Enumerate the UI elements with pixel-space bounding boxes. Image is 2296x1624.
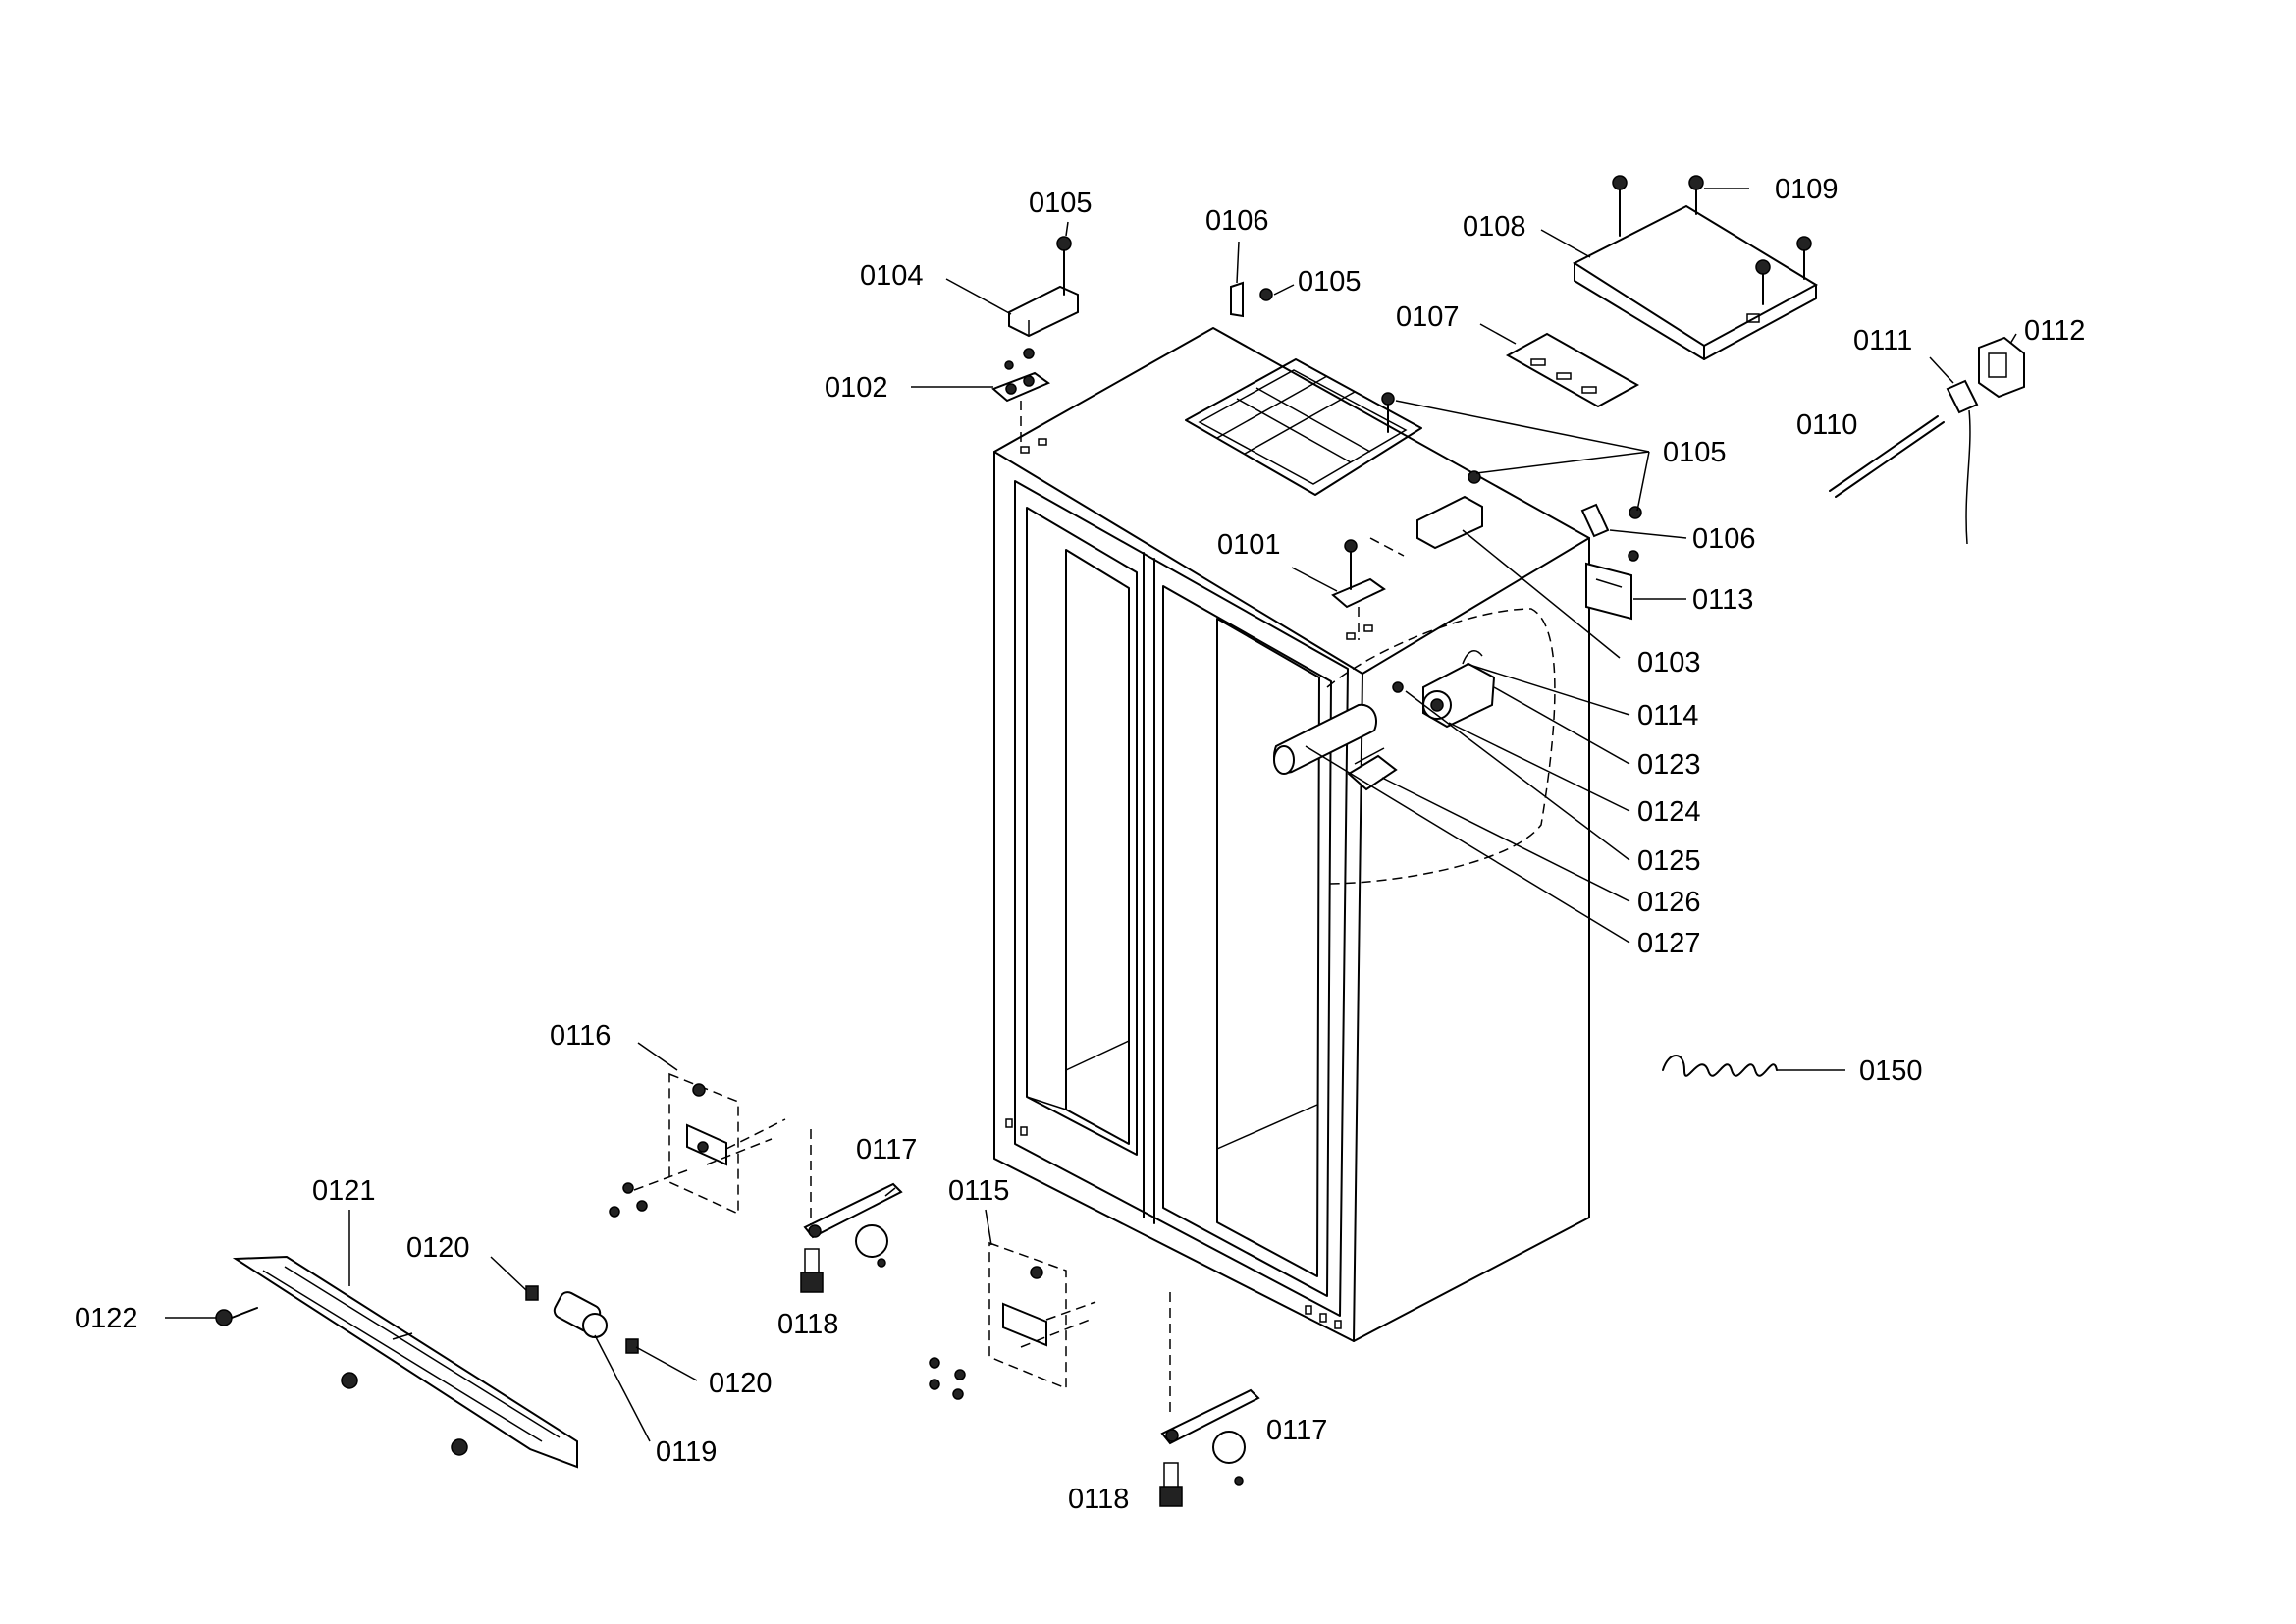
part-0106-bracket-right [1580,503,1642,538]
callout-0108: 0108 [1463,211,1526,243]
part-0103-cover [1416,495,1483,550]
callout-0120-b: 0120 [709,1368,773,1399]
part-0111-sensor [1946,379,1979,545]
cutaway-outline [1326,608,1556,885]
callout-0117-a: 0117 [856,1134,917,1165]
callout-0125: 0125 [1637,845,1701,877]
callout-0123: 0123 [1637,749,1701,781]
part-0101-hinge [1331,537,1405,640]
screws-0105-center [1381,392,1481,484]
callout-0122: 0122 [75,1303,138,1334]
callout-0114: 0114 [1637,700,1698,731]
callout-0107: 0107 [1396,301,1460,333]
part-0114-valve [1392,650,1496,729]
cabinet-body [993,327,1590,1342]
callout-0106-b: 0106 [1692,523,1756,555]
part-0117-caster-left [803,1129,903,1268]
part-0113-plate [1585,550,1639,621]
part-0102-hinge [991,348,1051,442]
callout-0113: 0113 [1692,584,1753,616]
callout-0150: 0150 [1859,1056,1923,1087]
part-0119-connector [553,1291,608,1338]
callout-0110: 0110 [1796,409,1857,441]
callout-0102: 0102 [825,372,888,404]
part-0118-foot-right [1159,1462,1183,1507]
screw-0105-left [1056,236,1072,296]
callout-0105-c: 0105 [1663,437,1727,468]
callout-0127: 0127 [1637,928,1701,959]
part-0108-top-cover [1572,204,1819,360]
callout-labels: 0105 0104 0102 0106 0105 0108 0109 0107 … [75,174,2085,1515]
part-0115-hinge [929,1241,1096,1400]
callout-0119: 0119 [656,1436,717,1468]
part-0107-board [1505,332,1640,408]
screws-0109 [1612,175,1812,305]
part-0116-hinge [609,1072,786,1218]
callout-0106-a: 0106 [1205,205,1269,237]
callout-0112: 0112 [2024,315,2085,347]
callout-0101: 0101 [1217,529,1281,561]
callout-0104: 0104 [860,260,924,292]
callout-0105-b: 0105 [1298,266,1362,298]
callout-0117-b: 0117 [1266,1415,1327,1446]
callout-0126: 0126 [1637,887,1701,918]
part-0104-cover [1008,285,1079,338]
callout-0118-a: 0118 [777,1309,838,1340]
callout-0105-a: 0105 [1029,188,1093,219]
callout-0103: 0103 [1637,647,1701,678]
part-0106-bracket-top [1230,281,1273,318]
callout-0120-a: 0120 [406,1232,470,1264]
callout-0109: 0109 [1775,174,1839,205]
part-0127-filter [1273,703,1377,775]
part-0126-filter-head [1347,747,1398,791]
part-0150-tube [1662,1055,1778,1077]
callout-0116: 0116 [550,1020,611,1052]
callout-0124: 0124 [1637,796,1701,828]
part-0118-foot-left [800,1248,824,1293]
screw-0122 [215,1307,468,1456]
callout-0121: 0121 [312,1175,376,1207]
part-0121-base-grille [232,1255,578,1469]
callout-0115: 0115 [948,1175,1009,1207]
part-0117-caster-right [1160,1292,1260,1486]
part-0112-housing [1978,336,2025,399]
leader-lines [165,188,2017,1442]
callout-0111: 0111 [1853,325,1912,356]
callout-0118-b: 0118 [1068,1484,1129,1515]
part-0120-fittings [525,1285,639,1354]
part-0110-rod [1829,415,1945,498]
